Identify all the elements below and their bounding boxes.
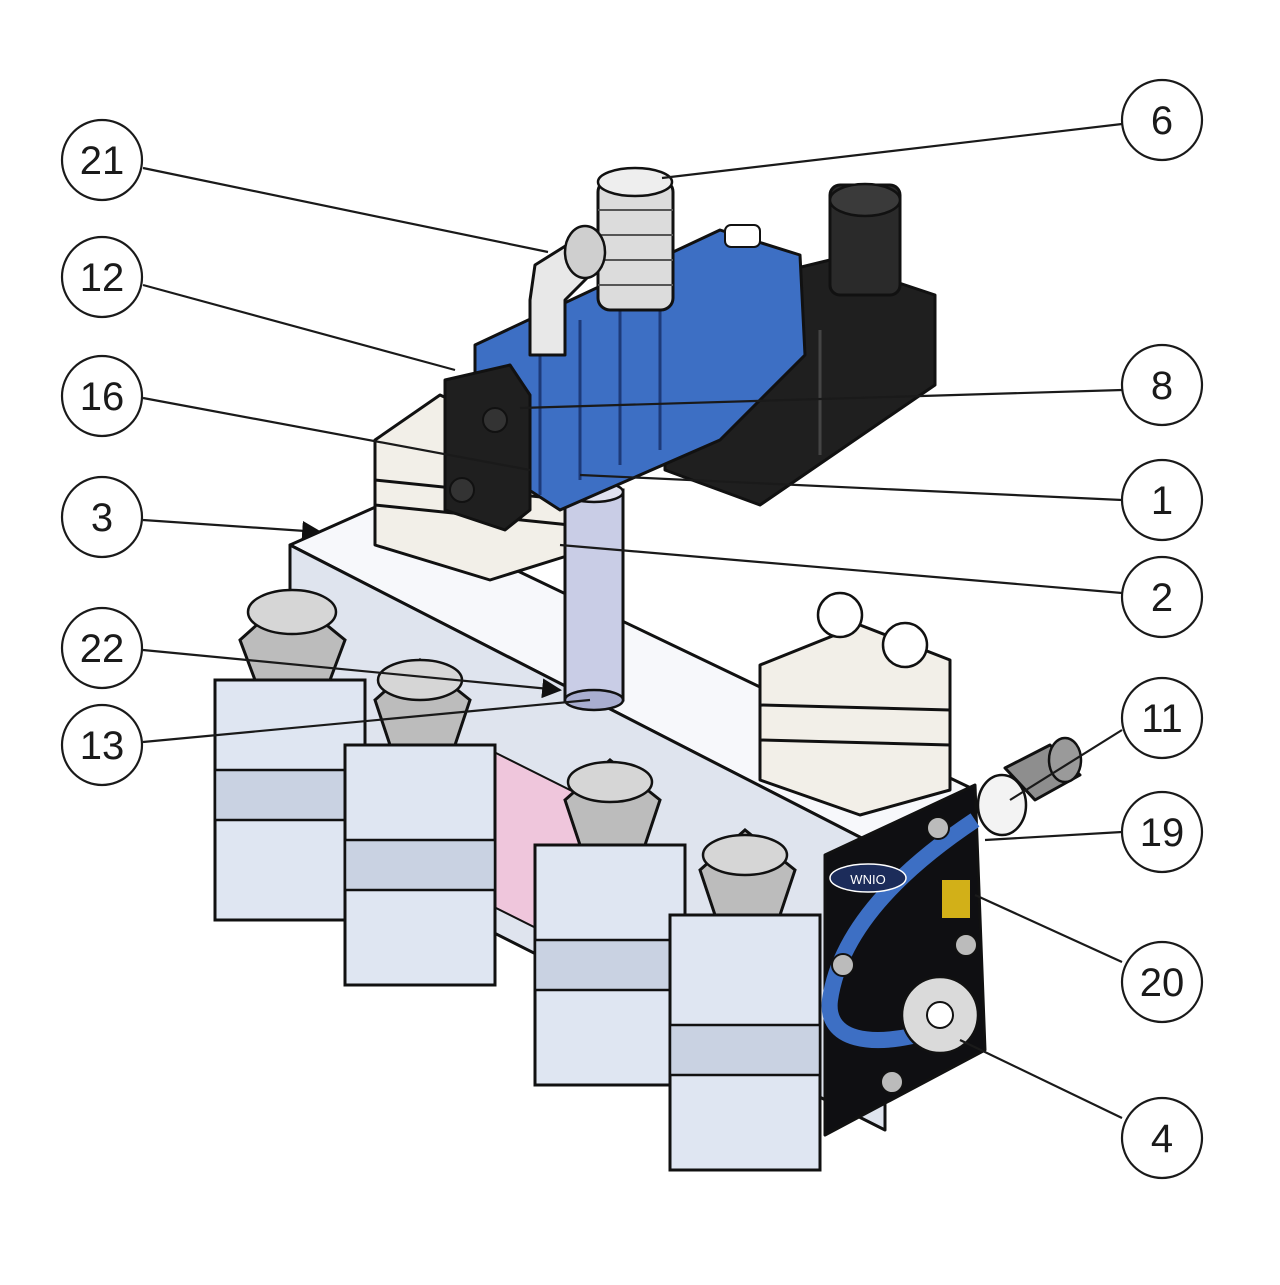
elbow-fitting (528, 224, 607, 357)
leader-line (974, 893, 1123, 964)
callout-balloon: 13 (60, 703, 144, 787)
leader-line (142, 518, 322, 541)
leader-line (142, 283, 456, 372)
leader-line (559, 543, 1123, 595)
callout-balloon: 19 (1120, 790, 1204, 874)
side-plate-logo: WNIO (829, 863, 907, 893)
svg-text:8: 8 (1151, 364, 1173, 408)
callout-balloon: 22 (60, 606, 144, 690)
leader-line (519, 388, 1123, 410)
mounting-clamp-right (758, 591, 952, 817)
valve-module (668, 828, 822, 1172)
side-plate-blue-swoosh (821, 813, 980, 1048)
leader-line (984, 830, 1123, 842)
leader-line (579, 473, 1123, 502)
valve-manifold-assembly: WNIO (213, 166, 1083, 1172)
svg-text:1: 1 (1151, 479, 1173, 523)
svg-text:2: 2 (1151, 576, 1173, 620)
leader-line (661, 122, 1123, 180)
callout-balloon: 2 (1120, 555, 1204, 639)
callout-balloon: 1 (1120, 458, 1204, 542)
vertical-tube (563, 480, 625, 712)
svg-text:3: 3 (91, 496, 113, 540)
leader-lines (142, 122, 1123, 1119)
callout-balloon: 6 (1120, 78, 1204, 162)
valve-module (343, 658, 497, 987)
leader-line (142, 396, 531, 472)
callout-balloon: 12 (60, 235, 144, 319)
leader-line (142, 166, 549, 254)
svg-text:4: 4 (1151, 1117, 1173, 1161)
svg-text:20: 20 (1140, 961, 1185, 1005)
end-cap (443, 363, 532, 532)
leader-line (142, 698, 591, 744)
valve-module (213, 588, 367, 922)
side-plate-gauge-center (926, 1001, 954, 1029)
side-plate-bolt (880, 1070, 904, 1094)
silencer (596, 166, 675, 312)
valve-module (533, 758, 687, 1087)
svg-text:22: 22 (80, 627, 125, 671)
callout-balloons: 21 12 16 3 22 13 6 8 (60, 78, 1204, 1180)
callout-balloon: 21 (60, 118, 144, 202)
side-plate-yellow-marking (942, 880, 970, 918)
svg-text:6: 6 (1151, 99, 1173, 143)
svg-text:16: 16 (80, 375, 125, 419)
svg-text:19: 19 (1140, 811, 1185, 855)
svg-text:21: 21 (80, 139, 125, 183)
callout-balloon: 11 (1120, 676, 1204, 760)
svg-text:WNIO: WNIO (850, 872, 885, 887)
svg-text:11: 11 (1141, 697, 1183, 741)
callout-balloon: 20 (1120, 940, 1204, 1024)
side-plate-bolt (831, 953, 855, 977)
side-plate-bolt (926, 816, 950, 840)
svg-text:13: 13 (80, 724, 125, 768)
callout-balloon: 4 (1120, 1096, 1204, 1180)
side-plate-bolt (954, 933, 978, 957)
leader-line (959, 1039, 1123, 1119)
callout-balloon: 16 (60, 354, 144, 438)
push-fitting (976, 736, 1083, 837)
callout-balloon: 3 (60, 475, 144, 559)
leader-line (142, 648, 562, 699)
svg-text:12: 12 (80, 256, 125, 300)
leader-line (1009, 729, 1123, 801)
callout-balloon: 8 (1120, 343, 1204, 427)
